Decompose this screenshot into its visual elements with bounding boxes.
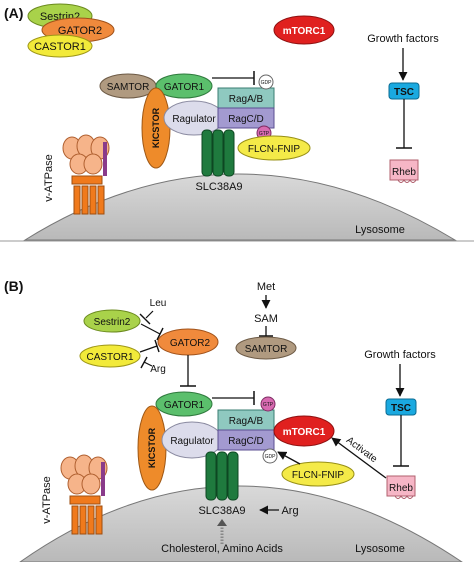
- slc38a9-a: [201, 129, 235, 177]
- samtor-b: [235, 336, 297, 360]
- cholesterol-label: Cholesterol, Amino Acids: [161, 543, 283, 555]
- castor1-a: [27, 34, 93, 58]
- ragulator-b-label: Ragulator: [170, 436, 214, 447]
- gator1-a-label: GATOR1: [164, 82, 205, 93]
- sestrin2-b-label: Sestrin2: [94, 317, 131, 328]
- gtp-badge-a-label: GTP: [259, 131, 270, 137]
- gator1-b: [155, 391, 213, 417]
- tsc-b-label: TSC: [391, 403, 411, 414]
- castor1-inhibit-gator2: [139, 345, 158, 353]
- mtorc1-a: [273, 15, 335, 45]
- v-atpase-a-label: v-ATPase: [43, 154, 55, 201]
- panel-b-label: (B): [4, 278, 23, 294]
- slc38a9-b-label: SLC38A9: [198, 505, 245, 517]
- sestrin2-inhibit-gator2: [140, 323, 161, 335]
- gdp-badge-b-label: GDP: [265, 454, 277, 460]
- samtor-b-label: SAMTOR: [245, 344, 288, 355]
- rheb-b-label: Rheb: [389, 483, 413, 494]
- met-label: Met: [257, 281, 275, 293]
- rag-cd-b: [217, 429, 275, 451]
- gator2-a-label: GATOR2: [58, 25, 102, 37]
- rheb-a-tail: [397, 179, 417, 183]
- gdp-badge-a-label: GDP: [261, 80, 273, 86]
- gdp-badge-b: [262, 448, 278, 464]
- rag-cd-a: [217, 107, 275, 129]
- rag-cd-b-label: RagC/D: [228, 436, 264, 447]
- growth-factors-b: Growth factors: [364, 349, 436, 361]
- v-atpase-a: [62, 134, 110, 215]
- lysosome-b-label: Lysosome: [355, 543, 405, 555]
- flcn-fnip-a: [237, 135, 311, 161]
- flcn-activate-ragcd-arrow: [277, 451, 301, 465]
- rheb-activate-mtorc1-arrow: [331, 437, 387, 479]
- rag-ab-a-label: RagA/B: [229, 94, 264, 105]
- sestrin2-b: [83, 309, 141, 333]
- mtorc1-b: [273, 415, 335, 447]
- rheb-b: [386, 475, 416, 497]
- lysosome-a-label: Lysosome: [355, 224, 405, 236]
- slc38a9-b: [205, 451, 239, 501]
- flcn-fnip-a-label: FLCN-FNIP: [248, 144, 301, 155]
- leu-label: Leu: [150, 298, 167, 309]
- castor1-inhibit-gator2-bar: [154, 339, 160, 353]
- ragulator-a-label: Ragulator: [172, 114, 216, 125]
- rheb-a-label: Rheb: [392, 167, 416, 178]
- arg-inhibit-castor1: [143, 361, 153, 367]
- panel-b: (B) Met SAM SAMTOR Sestrin2 Leu GATOR2 C…: [4, 278, 463, 562]
- panel-a: (A) Sestrin2 GATOR2 CASTOR1 mTORC1 Growt…: [0, 3, 474, 242]
- castor1-b: [79, 344, 141, 368]
- kicstor-a-label: KICSTOR: [151, 107, 161, 148]
- gator2-b-label: GATOR2: [170, 338, 211, 349]
- rheb-b-tail: [394, 495, 414, 499]
- castor1-b-label: CASTOR1: [86, 352, 133, 363]
- rag-ab-b-label: RagA/B: [229, 416, 264, 427]
- mtorc1-b-label: mTORC1: [283, 427, 326, 438]
- gtp-badge-b-label: GTP: [263, 402, 274, 408]
- castor1-a-label: CASTOR1: [34, 41, 86, 53]
- sestrin2-inhibit-gator2-bar: [156, 327, 164, 341]
- slc38a9-a-label: SLC38A9: [195, 181, 242, 193]
- gdp-badge-a: [258, 74, 274, 90]
- kicstor-b-label: KICSTOR: [147, 427, 157, 468]
- flcn-fnip-b: [281, 461, 355, 487]
- v-atpase-b: [60, 454, 108, 535]
- growth-factors-a: Growth factors: [367, 33, 439, 45]
- tsc-a-label: TSC: [394, 87, 414, 98]
- v-atpase-b-label: v-ATPase: [41, 476, 53, 523]
- leu-inhibit-sestrin2: [145, 310, 154, 319]
- gator1-b-label: GATOR1: [164, 400, 205, 411]
- flcn-fnip-b-label: FLCN-FNIP: [292, 470, 345, 481]
- rag-cd-a-label: RagC/D: [228, 114, 264, 125]
- leu-inhibit-bar: [139, 313, 151, 325]
- gtp-badge-b: [260, 396, 276, 412]
- rheb-a: [389, 159, 419, 181]
- arg-bottom-label: Arg: [281, 505, 298, 517]
- arg-inhibit-castor1-bar: [140, 356, 148, 369]
- sam-label: SAM: [254, 313, 278, 325]
- samtor-a-label: SAMTOR: [107, 82, 150, 93]
- panel-a-label: (A): [4, 5, 23, 21]
- gator1-a: [155, 73, 213, 99]
- mtorc1-a-label: mTORC1: [283, 26, 326, 37]
- arg-top-label: Arg: [150, 364, 166, 375]
- cholesterol-arrow: [217, 519, 227, 544]
